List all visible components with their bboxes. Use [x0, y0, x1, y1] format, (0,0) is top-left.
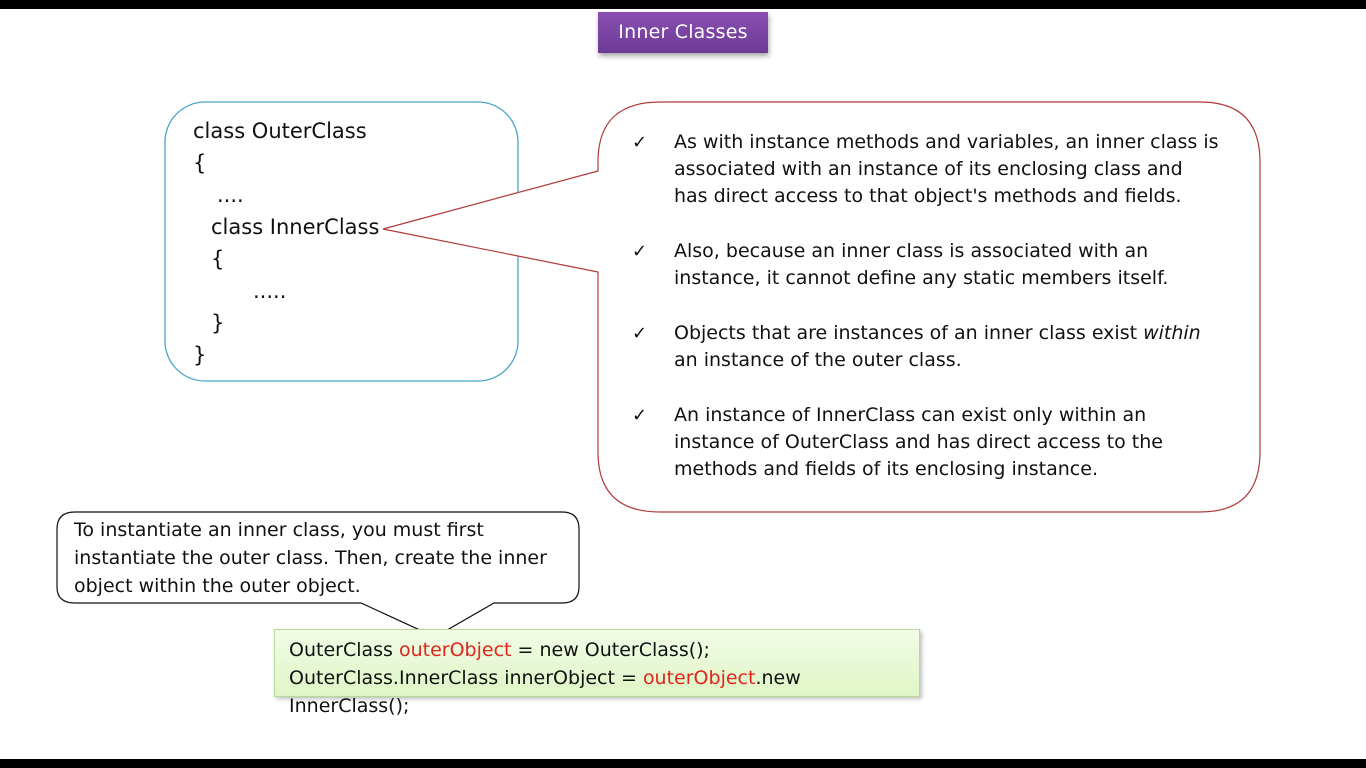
code-line: }: [193, 343, 207, 367]
callout-bubble-border: [382, 101, 1261, 513]
snippet-text: .new InnerClass();: [289, 667, 801, 717]
checkmark-icon: ✓: [632, 132, 648, 153]
instantiation-note: To instantiate an inner class, you must …: [74, 519, 547, 597]
bullet-text-end: an instance of the outer class.: [674, 349, 962, 371]
top-letterbox-bar: [0, 0, 1366, 9]
checkmark-icon: ✓: [632, 323, 648, 344]
bullet-item: ✓ Objects that are instances of an inner…: [632, 320, 1222, 374]
bullet-list: ✓ As with instance methods and variables…: [632, 129, 1222, 511]
code-line: {: [193, 151, 207, 175]
snippet-line-2: OuterClass.InnerClass innerObject = oute…: [289, 664, 919, 720]
bullet-emphasis: within: [1143, 322, 1201, 344]
code-line: .....: [253, 279, 287, 303]
bottom-letterbox-bar: [0, 759, 1366, 768]
bullet-text: As with instance methods and variables, …: [674, 131, 1219, 207]
checkmark-icon: ✓: [632, 241, 648, 262]
snippet-text: OuterClass: [289, 639, 399, 661]
slide-title: Inner Classes: [598, 12, 768, 53]
code-line: }: [211, 311, 225, 335]
bullet-text: Also, because an inner class is associat…: [674, 240, 1169, 289]
instantiation-code-snippet: OuterClass outerObject = new OuterClass(…: [274, 629, 920, 717]
code-line: class OuterClass: [193, 119, 367, 143]
checkmark-icon: ✓: [632, 405, 648, 426]
code-line: {: [211, 247, 225, 271]
snippet-line-1: OuterClass outerObject = new OuterClass(…: [289, 636, 919, 664]
bullet-item: ✓ Also, because an inner class is associ…: [632, 238, 1222, 292]
snippet-text: = new OuterClass();: [511, 639, 710, 661]
note-bubble-border: [56, 511, 580, 638]
code-example: class OuterClass { .... class InnerClass…: [185, 113, 505, 373]
snippet-highlight: outerObject: [642, 667, 756, 689]
snippet-text: OuterClass.InnerClass innerObject =: [289, 667, 643, 689]
code-line: class InnerClass: [211, 215, 380, 239]
bullet-text: An instance of InnerClass can exist only…: [674, 404, 1163, 480]
bullet-text-start: Objects that are instances of an inner c…: [674, 322, 1144, 344]
code-line: ....: [217, 183, 244, 207]
bullet-item: ✓ As with instance methods and variables…: [632, 129, 1222, 210]
bullet-item: ✓ An instance of InnerClass can exist on…: [632, 402, 1222, 483]
snippet-highlight: outerObject: [398, 639, 512, 661]
